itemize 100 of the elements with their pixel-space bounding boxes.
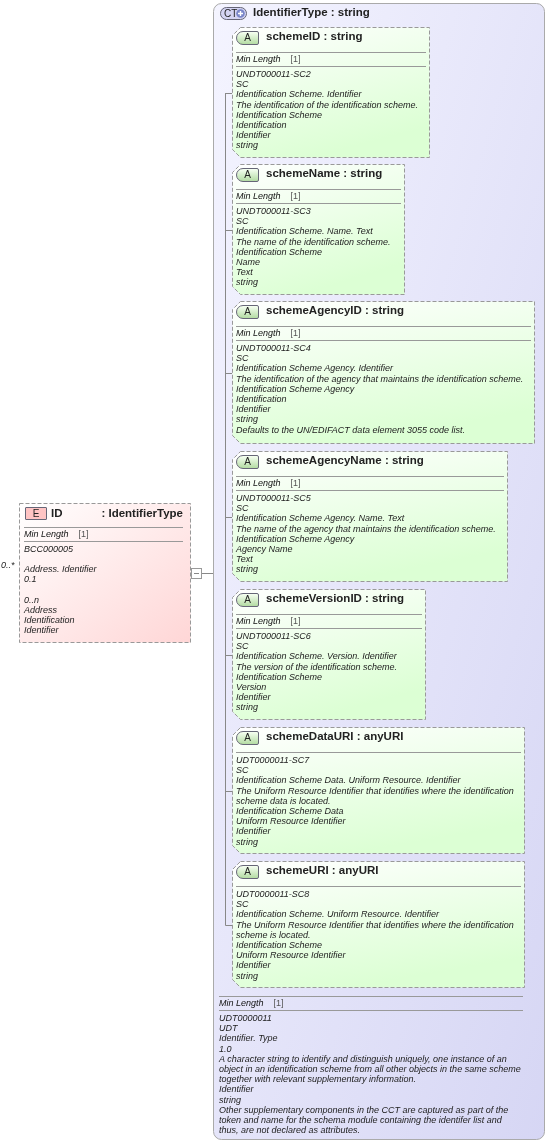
- annotation-text: Address. Identifier: [24, 564, 98, 575]
- annotation-text: Uniform Resource Identifier: [236, 950, 347, 961]
- annotation-text: SC: [236, 503, 250, 514]
- element-name: schemeAgencyID : string: [266, 304, 405, 316]
- annotation-text: Identification Scheme: [236, 940, 324, 951]
- annotation-text: Address: [24, 604, 59, 615]
- attribute-badge: A: [236, 593, 259, 607]
- annotation-text: Identification Scheme. Uniform Resource. Identifier: [236, 909, 441, 920]
- element-name: IdentifierType : string: [253, 6, 370, 18]
- attribute-badge: A: [236, 455, 259, 469]
- annotation-text: string: [236, 970, 259, 981]
- annotation-text: BCC000005: [24, 544, 75, 555]
- annotation-text: 0.1: [24, 574, 38, 585]
- annotation-text: Identification Scheme Agency: [236, 533, 356, 544]
- annotation-text: Identification Scheme: [236, 246, 324, 257]
- annotation-text: string: [219, 1094, 242, 1105]
- annotation-text: Text: [236, 267, 254, 278]
- annotation-text: SC: [236, 216, 250, 227]
- annotation-text: Identifier: [236, 404, 272, 415]
- annotation-text: Identifier: [24, 625, 60, 636]
- attribute-badge: A: [236, 305, 259, 319]
- facet-name: Min Length: [236, 328, 281, 338]
- attribute-box: [232, 451, 508, 582]
- attribute-box: [232, 589, 426, 720]
- badge-label: CT: [224, 8, 238, 19]
- annotation-text: Uniform Resource Identifier: [236, 816, 347, 827]
- annotation-text: Identification: [236, 120, 288, 131]
- annotation-text: SC: [236, 353, 250, 364]
- facet-value: [1]: [290, 616, 301, 626]
- annotation-text: Identifier. Type: [219, 1033, 279, 1044]
- annotation-text: UNDT000011-SC3: [236, 206, 312, 217]
- facet-value: [1]: [273, 998, 284, 1008]
- annotation-text: string: [236, 564, 259, 575]
- annotation-text: Identification: [24, 615, 76, 626]
- annotation-text: 1.0: [219, 1043, 233, 1054]
- facet-name: Min Length: [236, 616, 281, 626]
- attribute-badge: A: [236, 31, 259, 45]
- facet-value: [1]: [290, 54, 301, 64]
- attribute-badge: A: [236, 168, 259, 182]
- element-name: schemeURI : anyURI: [266, 864, 379, 876]
- facet-value: [1]: [78, 529, 89, 539]
- attribute-box: [232, 301, 535, 444]
- annotation-text: The identification of the identification scheme.: [236, 99, 420, 110]
- annotation-text: Identification Scheme Agency. Name. Text: [236, 513, 406, 524]
- annotation-text: Identification Scheme. Version. Identifier: [236, 651, 398, 662]
- attribute-box: [232, 727, 525, 854]
- annotation-text: The name of the identification scheme.: [236, 236, 392, 247]
- attribute-box: [232, 27, 430, 158]
- annotation-text: Agency Name: [236, 544, 294, 555]
- annotation-text: Identification Scheme Data. Uniform Resource. Identifier: [236, 775, 462, 786]
- connector-line: [225, 93, 233, 94]
- annotation-text: string: [236, 836, 259, 847]
- attribute-badge: A: [236, 865, 259, 879]
- annotation-text: Identification Scheme: [236, 109, 324, 120]
- annotation-text: A character string to identify and distinguish uniquely, one instance of an object in an identification scheme from all other objects in the same scheme together with relevant supplementary information.: [219, 1053, 522, 1085]
- annotation-text: The Uniform Resource Identifier that identifies where the identification scheme is located.: [236, 919, 515, 940]
- attribute-box: [232, 861, 525, 988]
- complex-type-box: [213, 3, 545, 1140]
- annotation-text: The name of the agency that maintains the identification scheme.: [236, 523, 497, 534]
- annotation-text: SC: [236, 79, 250, 90]
- annotation-text: Identification Scheme. Identifier: [236, 89, 363, 100]
- annotation-text: UNDT000011-SC4: [236, 343, 312, 354]
- facet-value: [1]: [290, 478, 301, 488]
- annotation-text: SC: [236, 641, 250, 652]
- annotation-text: Identifier: [236, 130, 272, 141]
- element-name: schemeID : string: [266, 30, 363, 42]
- element-name: schemeName : string: [266, 167, 383, 179]
- annotation-text: Identification Scheme. Name. Text: [236, 226, 374, 237]
- annotation-text: string: [236, 702, 259, 713]
- element-badge: E: [25, 507, 47, 520]
- element-name: schemeAgencyName : string: [266, 454, 424, 466]
- annotation-text: UDT: [219, 1023, 239, 1034]
- annotation-text: UDT0000011-SC8: [236, 889, 311, 900]
- annotation-text: Other supplementary components in the CCT are captured as part of the token and name for the schema module containing the identifer list and thus, are not declared as attributes.: [219, 1104, 510, 1136]
- annotation-text: UNDT000011-SC2: [236, 69, 312, 80]
- annotation-text: UNDT000011-SC6: [236, 631, 312, 642]
- annotation-text: Name: [236, 257, 261, 268]
- annotation-text: Identifier: [236, 826, 272, 837]
- multiplicity-label: 0..*: [1, 560, 15, 570]
- facet-name: Min Length: [24, 529, 69, 539]
- annotation-text: The identification of the agency that maintains the identification scheme.: [236, 373, 525, 384]
- annotation-text: Defaults to the UN/EDIFACT data element 3055 code list.: [236, 424, 466, 435]
- annotation-text: The Uniform Resource Identifier that identifies where the identification scheme data is located.: [236, 785, 515, 806]
- annotation-text: Version: [236, 682, 268, 693]
- annotation-text: The version of the identification scheme.: [236, 661, 399, 672]
- type-name: : IdentifierType: [101, 507, 183, 519]
- element-name: schemeDataURI : anyURI: [266, 730, 404, 742]
- annotation-text: UDT0000011: [219, 1013, 273, 1024]
- annotation-text: Identification: [236, 394, 288, 405]
- annotation-text: UDT0000011-SC7: [236, 755, 311, 766]
- annotation-text: SC: [236, 765, 250, 776]
- element-name: ID: [51, 507, 63, 519]
- facet-name: Min Length: [236, 54, 281, 64]
- annotation-text: SC: [236, 899, 250, 910]
- annotation-text: Text: [236, 554, 254, 565]
- annotation-text: Identification Scheme: [236, 671, 324, 682]
- facet-value: [1]: [290, 191, 301, 201]
- facet-value: [1]: [290, 328, 301, 338]
- annotation-text: Identifier: [219, 1084, 255, 1095]
- facet-name: Min Length: [236, 191, 281, 201]
